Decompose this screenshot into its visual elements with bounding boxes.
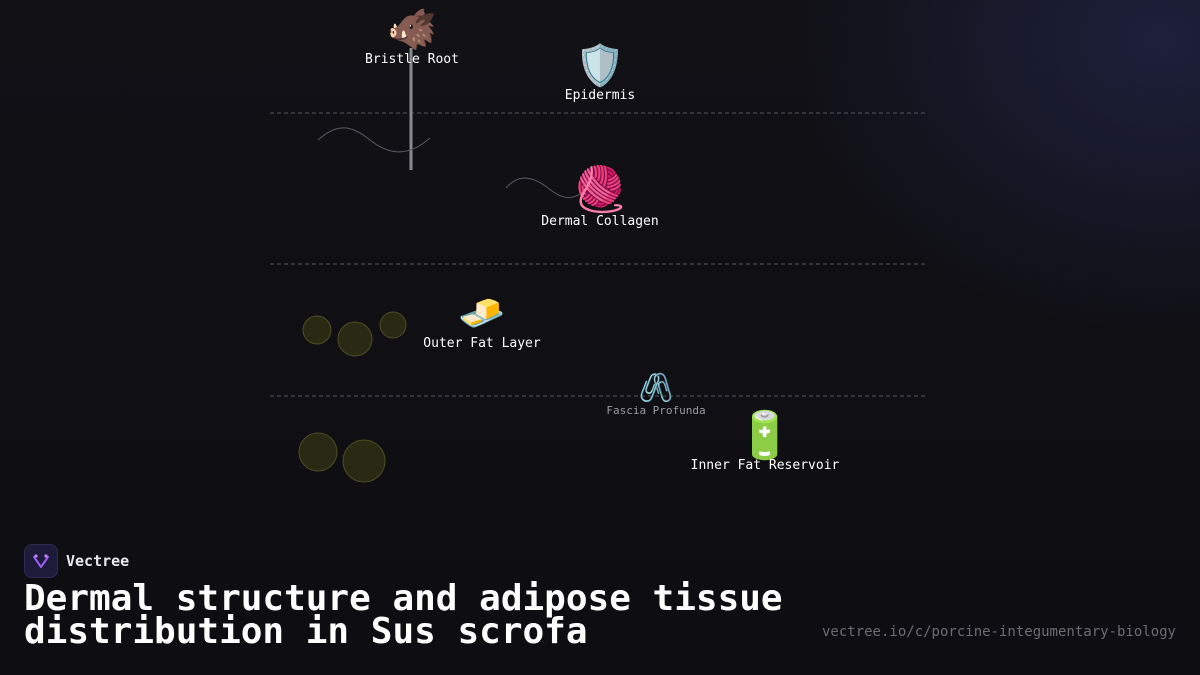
node-dermal-collagen: 🧶 Dermal Collagen: [541, 164, 659, 230]
fat-cell: [342, 439, 386, 483]
node-label: Bristle Root: [365, 52, 459, 67]
source-url[interactable]: vectree.io/c/porcine-integumentary-biolo…: [821, 624, 1176, 640]
node-epidermis: 🛡️ Epidermis: [565, 46, 635, 103]
paperclips-icon: 🖇️: [638, 371, 674, 404]
vectree-logo-icon: [24, 544, 58, 578]
node-label: Dermal Collagen: [541, 214, 659, 229]
brand-name: Vectree: [66, 552, 130, 570]
node-bristle-root: 🐗 Bristle Root: [365, 10, 459, 67]
page-title: Dermal structure and adipose tissue dist…: [24, 578, 783, 652]
node-fascia-profunda: 🖇️ Fascia Profunda: [606, 371, 706, 418]
node-label: Outer Fat Layer: [423, 336, 541, 351]
node-label: Inner Fat Reservoir: [690, 458, 840, 473]
brand[interactable]: Vectree: [24, 544, 129, 578]
butter-icon: 🧈: [458, 291, 506, 335]
collagen-fiber-1: [317, 127, 431, 153]
shield-icon: 🛡️: [575, 43, 625, 89]
boar-icon: 🐗: [387, 7, 437, 53]
node-outer-fat-layer: 🧈 Outer Fat Layer: [423, 294, 540, 351]
yarn-icon: 🧶: [572, 164, 628, 215]
node-label: Epidermis: [564, 88, 636, 103]
node-label: Fascia Profunda: [606, 404, 706, 417]
battery-icon: 🔋: [736, 408, 794, 462]
fat-cell: [379, 311, 407, 339]
node-inner-fat-reservoir: 🔋 Inner Fat Reservoir: [691, 412, 840, 473]
fat-cell: [337, 321, 373, 357]
collagen-fiber-2: [505, 177, 591, 198]
fat-cell: [298, 432, 338, 472]
fat-cell: [302, 315, 332, 345]
